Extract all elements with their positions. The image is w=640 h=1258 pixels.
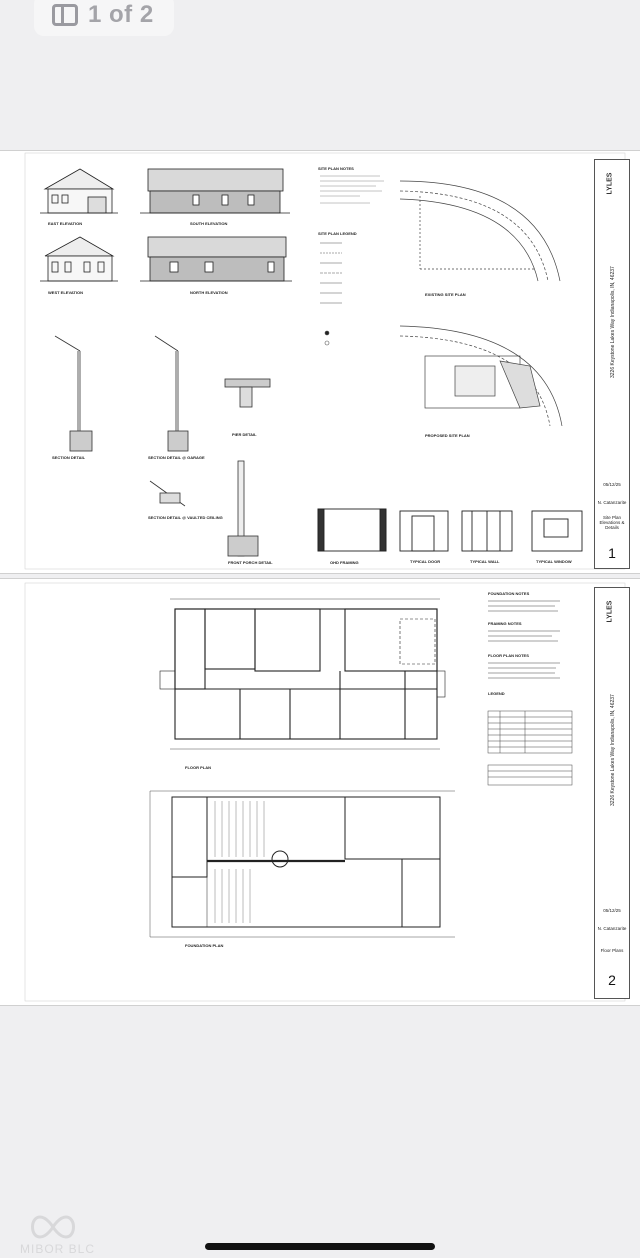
south-elevation-drawing bbox=[140, 168, 290, 214]
project-address: 3226 Keystone Lakes Way Indianapolis, IN… bbox=[610, 266, 616, 378]
sheet-title: Site Plan Elevations & Details bbox=[599, 515, 625, 530]
floor-plan-notes-label: FLOOR PLAN NOTES bbox=[488, 653, 529, 658]
existing-site-plan-drawing bbox=[399, 180, 561, 282]
floor-plan-label: FLOOR PLAN bbox=[185, 765, 211, 770]
drawing-date: 05/12/25 bbox=[603, 908, 621, 913]
site-plan-notes-lines bbox=[320, 175, 384, 204]
lyles-logo: LYLES bbox=[606, 172, 614, 195]
schedule-tables bbox=[487, 600, 573, 786]
typical-wall-label: TYPICAL WALL bbox=[470, 559, 500, 564]
sheet-title: Floor Plans bbox=[600, 948, 624, 953]
site-plan-legend-label: SITE PLAN LEGEND bbox=[318, 231, 357, 236]
east-elevation-drawing bbox=[40, 168, 118, 214]
page-counter-badge[interactable]: 1 of 2 bbox=[34, 0, 174, 36]
section-details-drawing bbox=[54, 335, 271, 557]
sheet-number: 2 bbox=[608, 972, 616, 988]
project-address: 3226 Keystone Lakes Way Indianapolis, IN… bbox=[610, 694, 616, 806]
home-indicator-bar[interactable] bbox=[205, 1243, 435, 1250]
north-elevation-drawing bbox=[140, 236, 292, 282]
lyles-logo: LYLES bbox=[606, 600, 614, 623]
title-block-sheet-1: LYLES 3226 Keystone Lakes Way Indianapol… bbox=[594, 159, 630, 569]
pier-detail-label: PIER DETAIL bbox=[232, 432, 257, 437]
drawn-by: N. Catanzarite bbox=[597, 926, 627, 931]
sheet-2-drawing bbox=[24, 582, 626, 1002]
north-elevation-label: NORTH ELEVATION bbox=[190, 290, 228, 295]
west-elevation-drawing bbox=[40, 236, 118, 282]
front-porch-detail-label: FRONT PORCH DETAIL bbox=[228, 560, 273, 565]
section-detail-garage-label: SECTION DETAIL @ GARAGE bbox=[148, 455, 205, 460]
east-elevation-label: EAST ELEVATION bbox=[48, 221, 83, 226]
mibor-watermark-logo-icon bbox=[31, 1215, 75, 1239]
west-elevation-label: WEST ELEVATION bbox=[48, 290, 83, 295]
sheet-1-drawing bbox=[24, 152, 626, 570]
document-pages-icon bbox=[52, 4, 78, 26]
typical-details-drawing bbox=[317, 508, 583, 552]
floor-plan-drawing bbox=[159, 598, 446, 750]
drawing-sheet-1[interactable]: EAST ELEVATION SOUTH ELEVATION WEST ELEV… bbox=[0, 150, 640, 574]
section-detail-label: SECTION DETAIL bbox=[52, 455, 86, 460]
watermark-text: MIBOR BLC bbox=[20, 1242, 96, 1256]
framing-notes-label: FRAMING NOTES bbox=[488, 621, 522, 626]
drawing-sheet-2[interactable]: FOUNDATION NOTES FRAMING NOTES FLOOR PLA… bbox=[0, 578, 640, 1006]
existing-site-plan-label: EXISTING SITE PLAN bbox=[425, 292, 466, 297]
proposed-site-plan-label: PROPOSED SITE PLAN bbox=[425, 433, 470, 438]
typical-window-label: TYPICAL WINDOW bbox=[536, 559, 572, 564]
proposed-site-plan-drawing bbox=[399, 325, 563, 427]
foundation-plan-label: FOUNDATION PLAN bbox=[185, 943, 224, 948]
foundation-notes-label: FOUNDATION NOTES bbox=[488, 591, 530, 596]
drawing-date: 05/12/25 bbox=[603, 482, 621, 487]
site-plan-legend-lines bbox=[320, 242, 342, 346]
foundation-plan-drawing bbox=[149, 790, 455, 938]
legend-label: LEGEND bbox=[488, 691, 505, 696]
typical-door-label: TYPICAL DOOR bbox=[410, 559, 441, 564]
site-plan-notes-label: SITE PLAN NOTES bbox=[318, 166, 354, 171]
sheet-number: 1 bbox=[608, 545, 616, 561]
drawn-by: N. Catanzarite bbox=[597, 500, 627, 505]
south-elevation-label: SOUTH ELEVATION bbox=[190, 221, 228, 226]
section-detail-vaulted-label: SECTION DETAIL @ VAULTED CEILING bbox=[148, 515, 223, 520]
title-block-sheet-2: LYLES 3226 Keystone Lakes Way Indianapol… bbox=[594, 587, 630, 999]
page-counter-text: 1 of 2 bbox=[88, 1, 154, 28]
ohd-framing-label: OHD FRAMING bbox=[330, 560, 359, 565]
